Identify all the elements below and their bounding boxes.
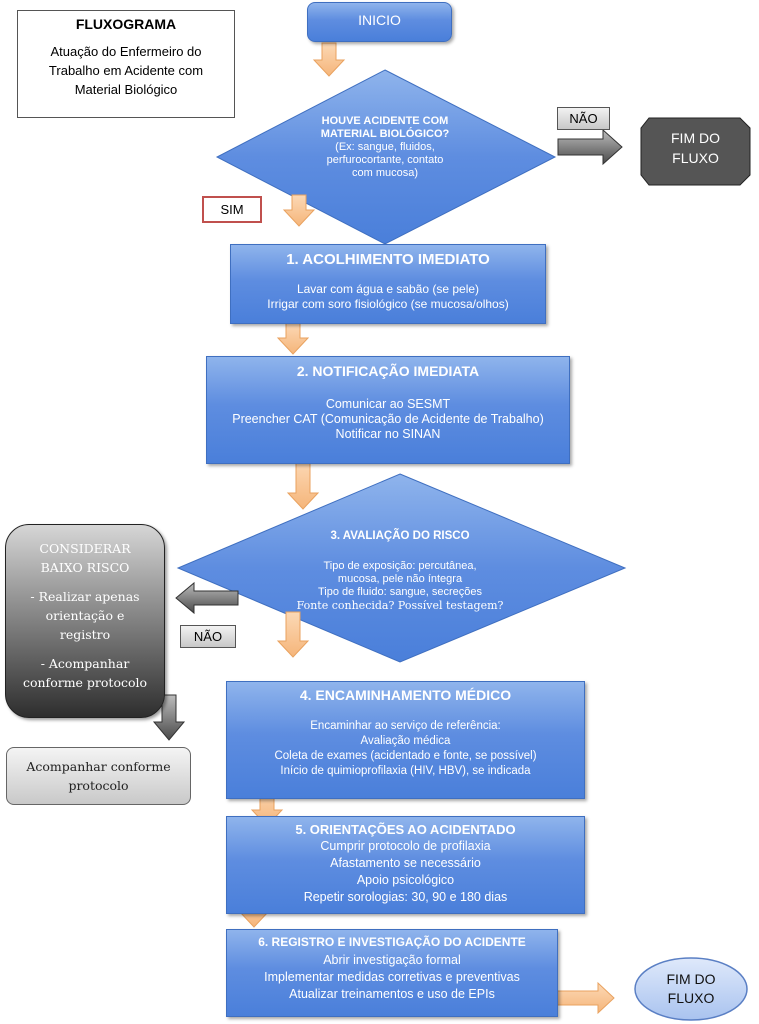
arrow-step2-to-decision2	[286, 459, 320, 510]
step2-line-2: Preencher CAT (Comunicação de Acidente d…	[232, 412, 544, 426]
step4-line-3: Coleta de exames (acidentado e fonte, se…	[274, 750, 537, 762]
low-risk-box: CONSIDERAR BAIXO RISCO - Realizar apenas…	[5, 524, 165, 718]
decision1-heading-2: MATERIAL BIOLÓGICO?	[320, 128, 450, 140]
end-top-line-2: FLUXO	[672, 150, 719, 166]
decision1-text: HOUVE ACIDENTE COM MATERIAL BIOLÓGICO? (…	[275, 115, 495, 180]
step1-line-1: Lavar com água e sabão (se pele)	[296, 282, 480, 296]
start-label: INICIO	[358, 12, 401, 28]
step4-line-1: Encaminhar ao serviço de referência:	[310, 720, 501, 732]
title-box: FLUXOGRAMA Atuação do Enfermeiro do Trab…	[17, 10, 235, 118]
decision1-detail-1: (Ex: sangue, fluidos,	[335, 141, 435, 153]
decision2-line-3: Tipo de fluido: sangue, secreções	[317, 586, 483, 598]
step6-line-3: Atualizar treinamentos e uso de EPIs	[289, 987, 495, 1001]
arrow-no-to-low-risk	[175, 581, 239, 615]
arrow-low-risk-down	[152, 694, 186, 741]
low-risk-line-1: CONSIDERAR	[39, 541, 131, 556]
no-tag-1: NÃO	[557, 107, 610, 130]
step2-box: 2. NOTIFICAÇÃO IMEDIATA Comunicar ao SES…	[206, 356, 570, 464]
step2-title: 2. NOTIFICAÇÃO IMEDIATA	[296, 363, 480, 379]
step6-box: 6. REGISTRO E INVESTIGAÇÃO DO ACIDENTE A…	[226, 929, 558, 1017]
step2-line-1: Comunicar ao SESMT	[325, 397, 451, 411]
step5-line-1: Cumprir protocolo de profilaxia	[320, 839, 491, 853]
arrow-no-to-end-top	[557, 128, 623, 166]
decision2-line-1: Tipo de exposição: percutânea,	[323, 560, 477, 572]
end-bottom-line-1: FIM DO	[666, 971, 716, 987]
step5-box: 5. ORIENTAÇÕES AO ACIDENTADO Cumprir pro…	[226, 816, 585, 914]
step6-line-1: Abrir investigação formal	[323, 953, 461, 967]
end-top-shape	[640, 117, 751, 186]
step5-title: 5. ORIENTAÇÕES AO ACIDENTADO	[295, 822, 516, 837]
subtitle-line-3: Material Biológico	[74, 82, 178, 97]
decision1-detail-2: perfurocortante, contato	[326, 154, 444, 166]
title-text: FLUXOGRAMA	[75, 16, 177, 32]
decision2-line-4: Fonte conhecida? Possível testagem?	[296, 599, 504, 612]
step4-line-2: Avaliação médica	[360, 735, 451, 747]
subtitle-line-2: Trabalho em Acidente com	[48, 63, 204, 78]
low-risk-line-3	[6, 577, 164, 587]
step1-box: 1. ACOLHIMENTO IMEDIATO Lavar com água e…	[230, 244, 546, 324]
decision2-heading: 3. AVALIAÇÃO DO RISCO	[330, 530, 470, 542]
step2-line-3: Notificar no SINAN	[335, 427, 441, 441]
step6-line-2: Implementar medidas corretivas e prevent…	[264, 970, 520, 984]
step1-title: 1. ACOLHIMENTO IMEDIATO	[286, 251, 490, 268]
low-risk-line-2: BAIXO RISCO	[40, 560, 130, 575]
low-risk-line-6: registro	[59, 627, 111, 642]
arrow-yes-to-step1	[282, 194, 316, 227]
step5-line-3: Apoio psicológico	[356, 873, 455, 887]
decision1-detail-3: com mucosa)	[351, 167, 419, 179]
arrow-start-to-decision	[312, 42, 346, 77]
step4-box: 4. ENCAMINHAMENTO MÉDICO Encaminhar ao s…	[226, 681, 585, 799]
end-bottom-line-2: FLUXO	[667, 990, 715, 1006]
follow-line-2: protocolo	[68, 778, 129, 793]
step4-line-4: Início de quimioprofilaxia (HIV, HBV), s…	[280, 765, 531, 777]
low-risk-line-9: conforme protocolo	[22, 675, 148, 690]
yes-tag: SIM	[202, 196, 262, 223]
end-bottom-ellipse	[634, 957, 748, 1021]
decision1-heading-1: HOUVE ACIDENTE COM	[321, 115, 449, 127]
end-top-line-1: FIM DO	[671, 130, 720, 146]
end-bottom-text: FIM DO FLUXO	[635, 970, 747, 1008]
end-top-text: FIM DO FLUXO	[641, 128, 750, 168]
step5-line-2: Afastamento se necessário	[330, 856, 481, 870]
low-risk-line-8: - Acompanhar	[40, 656, 130, 671]
subtitle-line-1: Atuação do Enfermeiro do	[50, 44, 202, 59]
no-tag-2: NÃO	[180, 625, 236, 648]
low-risk-line-7	[6, 644, 164, 654]
step1-line-2: Irrigar com soro fisiológico (se mucosa/…	[267, 297, 509, 311]
low-risk-line-4: - Realizar apenas	[30, 589, 140, 604]
follow-protocol-box: Acompanhar conforme protocolo	[6, 747, 191, 805]
step5-line-4: Repetir sorologias: 30, 90 e 180 dias	[303, 890, 508, 904]
step6-title: 6. REGISTRO E INVESTIGAÇÃO DO ACIDENTE	[258, 935, 526, 949]
decision2-line-2: mucosa, pele não íntegra	[337, 573, 463, 585]
decision2-text: 3. AVALIAÇÃO DO RISCO Tipo de exposição:…	[275, 529, 525, 612]
low-risk-line-5: orientação e	[45, 608, 125, 623]
arrow-decision2-to-step4	[276, 611, 310, 658]
arrow-step1-to-step2	[276, 322, 310, 355]
start-node: INICIO	[307, 2, 452, 42]
step4-title: 4. ENCAMINHAMENTO MÉDICO	[299, 687, 512, 703]
follow-line-1: Acompanhar conforme	[26, 759, 171, 774]
